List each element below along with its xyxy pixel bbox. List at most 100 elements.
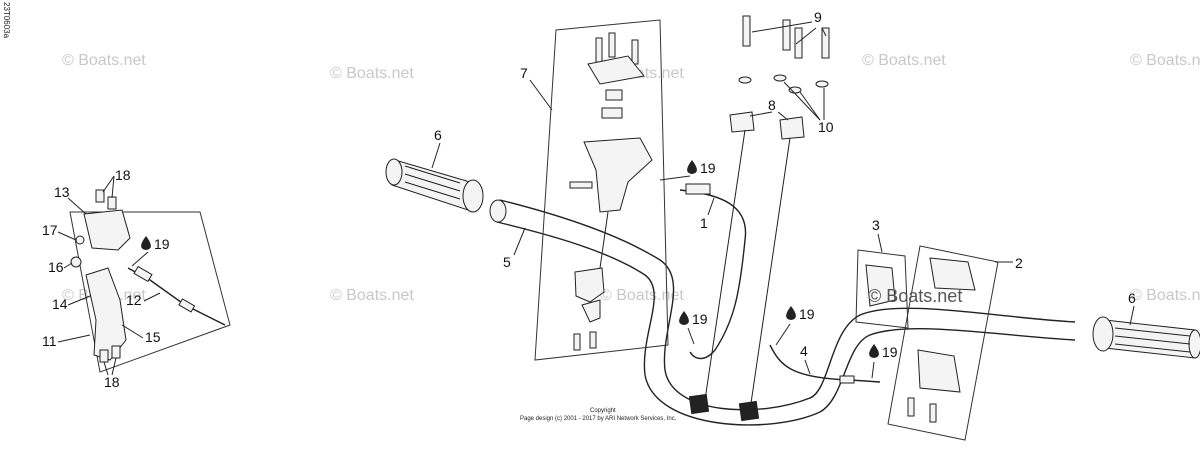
grip-ridge [1114, 335, 1191, 345]
handlebar-top-edge [499, 199, 1076, 411]
grease-drop-icon [786, 306, 796, 320]
grip-ridge [404, 181, 461, 200]
screw [589, 331, 597, 349]
washer [788, 86, 802, 94]
callout-6: 6 [434, 127, 442, 143]
screw [75, 235, 85, 245]
diaphragm-plate [601, 107, 623, 119]
watermark: © Boats.net [1130, 287, 1200, 304]
hose-line [679, 189, 747, 360]
bolt [742, 15, 751, 47]
bolt [782, 19, 791, 51]
cable-fitting [133, 265, 153, 283]
grip-flange [1092, 316, 1114, 352]
leader-line [804, 359, 811, 375]
grip-ridge [404, 173, 461, 192]
screw [631, 39, 639, 65]
leader-line [751, 21, 813, 33]
leader-line [821, 27, 827, 37]
brake-hose-1 [679, 183, 747, 360]
leader-line [67, 197, 87, 215]
leader-line [103, 361, 109, 376]
callout-1: 1 [700, 215, 708, 231]
callout-2: 2 [1015, 255, 1023, 271]
pivot-bolt [569, 181, 593, 189]
leader-line [111, 357, 117, 376]
handlebar-end [489, 199, 507, 223]
callout-12: 12 [126, 292, 142, 308]
leader-line [111, 175, 115, 199]
brake-lever-bracket [574, 267, 605, 303]
leader-line [431, 142, 441, 169]
leader-line [707, 197, 715, 216]
cable-fitting [178, 298, 196, 313]
callout-13: 13 [54, 184, 70, 200]
master-cylinder-assembly [534, 19, 669, 361]
clamp-assembly [704, 15, 830, 411]
diaphragm [605, 89, 623, 101]
callout-3: 3 [872, 217, 880, 233]
control-housing-lower [917, 349, 961, 393]
callout-16: 16 [48, 259, 64, 275]
grip-flange [462, 179, 484, 213]
grip-right [1092, 316, 1200, 359]
leader-line [57, 334, 91, 343]
callout-10: 10 [818, 119, 834, 135]
handlebar [489, 199, 1076, 426]
leader-line [1129, 305, 1135, 326]
leader-line [57, 231, 77, 241]
leader-line [687, 327, 695, 345]
leader-line [777, 111, 789, 121]
left-callouts: 18 13 17 19 16 14 12 15 11 18 [42, 167, 170, 390]
grip-body [1104, 319, 1196, 359]
copyright-label: Copyright [590, 408, 616, 414]
throttle-cover [83, 209, 131, 251]
screw [608, 32, 616, 58]
screw [907, 397, 915, 417]
control-housing-assembly [887, 245, 999, 441]
watermark: © Boats.net [330, 287, 414, 304]
tape-band [738, 400, 760, 422]
watermark-overlay: © Boats.net [868, 286, 962, 306]
hose-fitting [685, 183, 711, 195]
leader-line [799, 91, 821, 121]
grip-left [385, 158, 484, 213]
assembly-outline [887, 245, 999, 441]
centerline [704, 129, 746, 401]
tape-band [688, 393, 710, 415]
callout-7: 7 [520, 65, 528, 81]
leader-line [659, 175, 691, 181]
callout-19: 19 [882, 344, 898, 360]
callout-14: 14 [52, 296, 68, 312]
callout-18: 18 [104, 374, 120, 390]
leader-line [783, 81, 821, 121]
diagram-code: 23T0603a [2, 2, 11, 39]
callout-19: 19 [692, 311, 708, 327]
callout-4: 4 [800, 343, 808, 359]
master-cylinder-body [583, 137, 653, 213]
screw [99, 349, 109, 363]
centerline [749, 137, 791, 411]
leader-line [67, 295, 91, 306]
switch-housing-assembly [855, 249, 909, 329]
grip-end-cap [385, 158, 403, 186]
screw [111, 345, 121, 359]
leader-line [877, 233, 883, 253]
grip-ridge [1114, 343, 1191, 353]
watermark: © Boats.net [862, 52, 946, 69]
callout-19: 19 [700, 160, 716, 176]
watermark: © Boats.net [1130, 52, 1200, 69]
watermark: © Boats.net [62, 52, 146, 69]
assembly-outline [69, 211, 231, 373]
grip-ridge [404, 165, 461, 184]
leader-line [121, 324, 144, 339]
leader-line [63, 262, 73, 269]
callout-19: 19 [799, 306, 815, 322]
handlebar-bottom-edge [496, 221, 1076, 426]
assembly-outline [855, 249, 909, 329]
clamp [729, 111, 755, 133]
leader-line [529, 79, 553, 111]
leader-line [775, 323, 791, 346]
leader-line [871, 361, 875, 379]
